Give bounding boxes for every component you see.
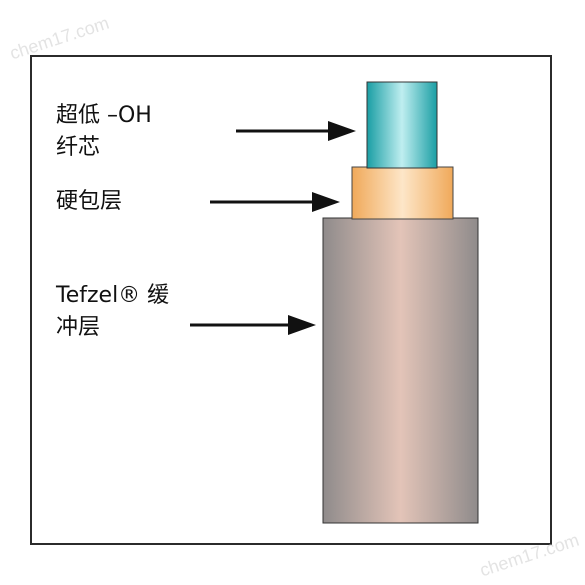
fiber-core	[366, 81, 438, 169]
label-buffer: Tefzel® 缓 冲层	[56, 283, 170, 340]
label-core: 超低 –OH 纤芯	[56, 103, 152, 160]
hard-cladding-layer	[351, 166, 454, 220]
arrow-core	[236, 121, 356, 141]
arrow-hard-cladding	[210, 192, 340, 212]
label-hard-cladding: 硬包层	[56, 189, 123, 214]
buffer-layer	[322, 217, 479, 524]
arrow-buffer	[190, 315, 316, 335]
